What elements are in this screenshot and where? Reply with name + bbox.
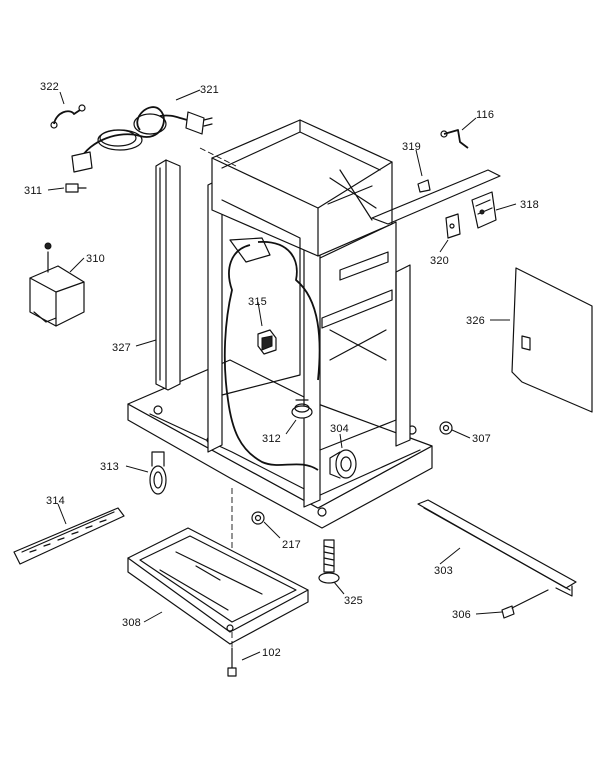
part-322-hook (50, 104, 86, 129)
part-310-cover (29, 242, 85, 327)
part-325-leveling-leg (318, 539, 340, 584)
part-308-base-pan (127, 527, 309, 645)
label-318: 318 (520, 199, 539, 211)
part-326-panel (511, 267, 593, 413)
label-307: 307 (472, 433, 491, 445)
part-303-rail (417, 499, 577, 597)
part-306-screw (501, 589, 549, 619)
part-313-caster (149, 451, 167, 495)
label-327: 327 (112, 342, 131, 354)
label-320: 320 (430, 255, 449, 267)
label-312: 312 (262, 433, 281, 445)
top-rail (371, 169, 501, 225)
part-labels: 322 321 311 310 327 315 116 319 318 320 … (24, 81, 539, 659)
part-320-bracket (445, 213, 461, 239)
part-321-power-cord (71, 106, 213, 173)
label-313: 313 (100, 461, 119, 473)
label-116: 116 (476, 109, 494, 121)
label-304: 304 (330, 423, 349, 435)
cabinet-frame (127, 119, 433, 650)
label-102: 102 (262, 647, 281, 659)
part-319-screw (417, 179, 431, 193)
label-321: 321 (200, 84, 219, 96)
part-217-nut (251, 511, 265, 525)
part-116-bracket (440, 129, 469, 149)
label-303: 303 (434, 565, 453, 577)
label-311: 311 (24, 185, 42, 197)
part-102-bolt (227, 647, 237, 677)
part-327-channel (155, 159, 181, 391)
label-322: 322 (40, 81, 59, 93)
label-315: 315 (248, 296, 267, 308)
part-315-switch (257, 329, 277, 355)
label-325: 325 (344, 595, 363, 607)
label-308: 308 (122, 617, 141, 629)
label-310: 310 (86, 253, 105, 265)
part-312-grommet (291, 399, 313, 419)
part-311-screw (65, 183, 87, 193)
label-326: 326 (466, 315, 485, 327)
label-306: 306 (452, 609, 471, 621)
label-319: 319 (402, 141, 421, 153)
part-304-motor (329, 449, 357, 479)
leader-lines (47, 89, 517, 661)
part-314-strip (13, 507, 125, 565)
part-307-nut (439, 421, 453, 435)
part-318-clip (471, 191, 497, 229)
label-314: 314 (46, 495, 65, 507)
label-217: 217 (282, 539, 301, 551)
